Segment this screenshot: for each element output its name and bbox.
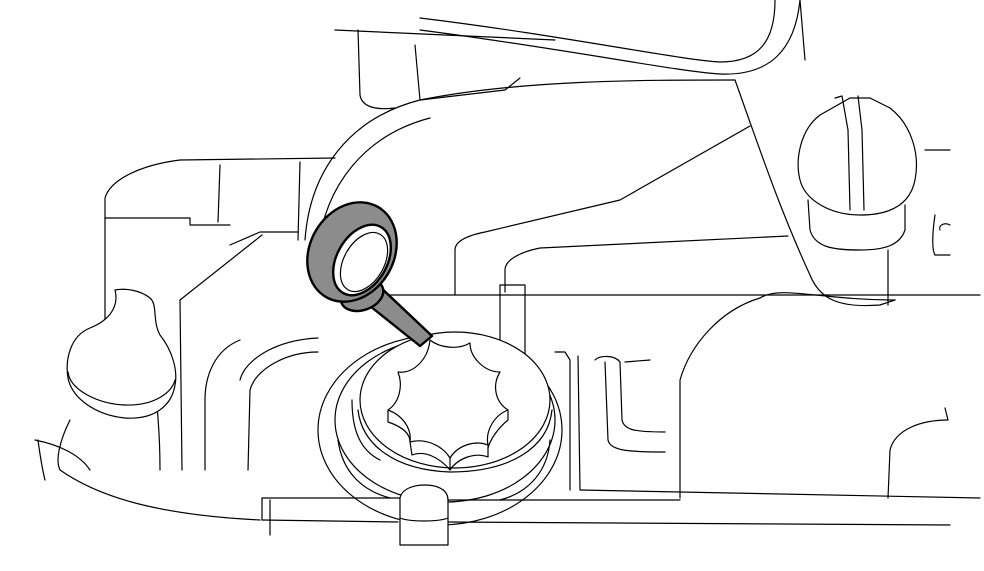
centre-block [379,284,981,499]
upper-hose [334,0,801,110]
torx-bolt-icon [317,331,563,526]
right-arm [734,0,951,307]
left-bulb [34,288,261,521]
ring-spanner-tool-icon [306,201,434,348]
right-housing [679,292,949,499]
bottom-rail [261,484,951,546]
